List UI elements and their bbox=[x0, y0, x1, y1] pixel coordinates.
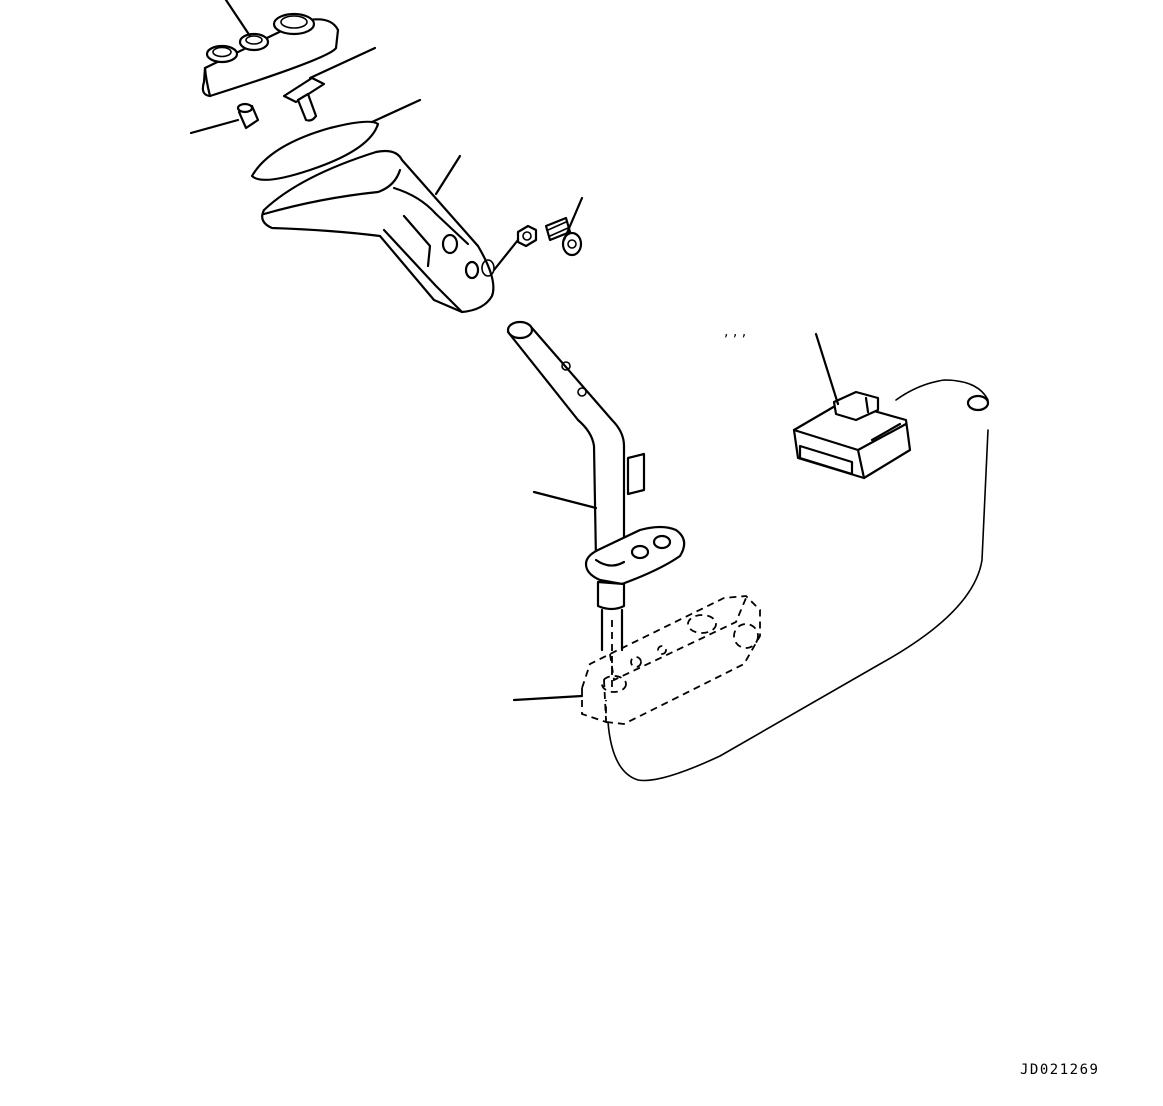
small-bushing bbox=[189, 102, 260, 135]
gasket bbox=[250, 98, 422, 181]
t-key-part bbox=[282, 76, 326, 122]
drawing-code: JD021269 bbox=[1020, 1062, 1099, 1078]
nut-and-screw bbox=[492, 196, 584, 272]
mounting-bracket bbox=[512, 595, 761, 725]
connector: , , , bbox=[724, 324, 912, 480]
lever-tube bbox=[506, 320, 686, 690]
switch-cap bbox=[201, 0, 340, 98]
connector-mark: , , , bbox=[724, 324, 746, 340]
grip-body bbox=[261, 149, 495, 314]
leader-key bbox=[308, 46, 377, 80]
wire-harness bbox=[607, 379, 990, 782]
